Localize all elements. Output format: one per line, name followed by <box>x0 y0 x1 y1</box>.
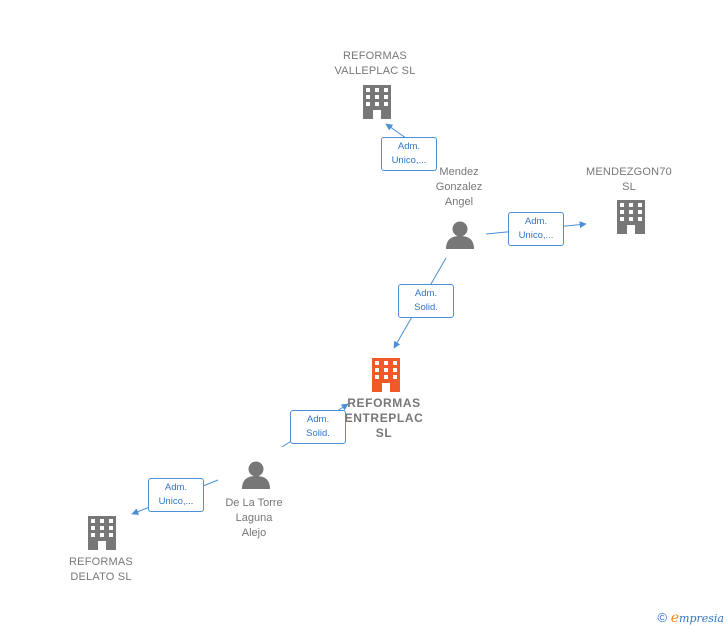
person-icon-mendez[interactable] <box>446 221 474 250</box>
brand-initial: e <box>670 610 680 626</box>
edge-label-mendez-entreplac[interactable]: Adm. Solid. <box>398 284 454 318</box>
node-label-mendezgon[interactable]: MENDEZGON70 SL <box>586 166 672 193</box>
edge-label-delatorre-entreplac[interactable]: Adm. Solid. <box>290 410 346 444</box>
node-label-mendez[interactable]: Mendez Gonzalez Angel <box>435 166 483 208</box>
node-label-valleplac[interactable]: REFORMAS VALLEPLAC SL <box>334 50 416 77</box>
building-icon-valleplac[interactable] <box>363 85 391 119</box>
copyright-notice: © empresia <box>658 610 724 626</box>
person-icon-delatorre[interactable] <box>242 461 270 490</box>
building-icon-entreplac[interactable] <box>372 358 400 392</box>
brand-logo[interactable]: empresia <box>670 610 724 626</box>
node-label-delato[interactable]: REFORMAS DELATO SL <box>69 556 133 583</box>
node-label-delatorre[interactable]: De La Torre Laguna Alejo <box>225 497 283 539</box>
building-icon-delato[interactable] <box>88 516 116 550</box>
building-icon-mendezgon[interactable] <box>617 200 645 234</box>
edge-label-delatorre-delato[interactable]: Adm. Unico,... <box>148 478 204 512</box>
edge-label-mendez-valleplac[interactable]: Adm. Unico,... <box>381 137 437 171</box>
copyright-symbol: © <box>657 610 668 625</box>
node-label-entreplac[interactable]: REFORMAS ENTREPLAC SL <box>344 396 424 440</box>
brand-name: mpresia <box>679 612 724 625</box>
edge-label-mendez-mendezgon[interactable]: Adm. Unico,... <box>508 212 564 246</box>
